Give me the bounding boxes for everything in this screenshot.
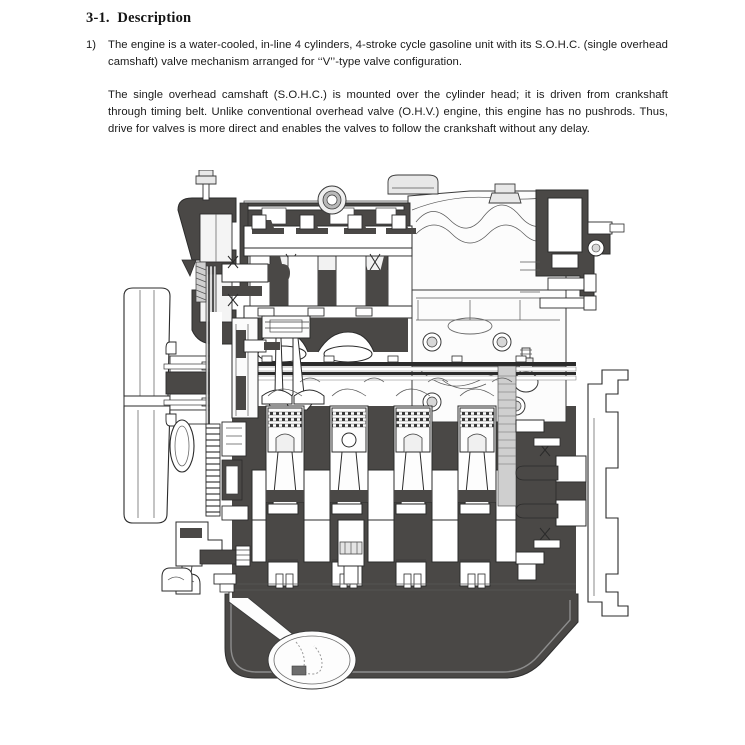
piston: [459, 407, 495, 453]
cylinder-1-valvetrain: [261, 315, 325, 411]
camshaft-sprocket-shaft: [221, 255, 290, 307]
front-block-casting: [231, 317, 259, 419]
belt-tensioner: [181, 259, 207, 303]
cylinder-head-cover-section: [239, 202, 411, 291]
rear-block-face: [520, 189, 625, 311]
water-jacket-hints: [267, 377, 513, 397]
head-bolt-row: [261, 355, 527, 363]
paragraph-1-text: The engine is a water-cooled, in-line 4 …: [108, 39, 668, 68]
camshaft: [243, 214, 416, 272]
crankshaft-rear-journal: [497, 365, 517, 507]
page-title: 3-1. Description: [86, 10, 192, 26]
engine-mount-foot-left: [161, 567, 193, 592]
cooling-fan: [123, 287, 171, 524]
paragraph-2-text: The single overhead camshaft (S.O.H.C.) …: [108, 89, 668, 135]
oil-pump-drive: [337, 519, 365, 585]
text-block: 3-1. Description 1) The engine is a wate…: [86, 10, 668, 140]
camshaft-drive-boss: [317, 185, 347, 215]
rear-oil-seal-retainer: [515, 419, 545, 581]
piston: [395, 407, 431, 453]
crankshaft: [251, 469, 517, 589]
paragraph-2: The single overhead camshaft (S.O.H.C.) …: [86, 73, 668, 138]
clutch-housing: [587, 369, 629, 617]
flywheel: [515, 437, 587, 549]
crankcase-deck-lines: [232, 583, 576, 591]
sump-flange-left: [199, 545, 251, 593]
paragraph-1: 1) The engine is a water-cooled, in-line…: [86, 37, 668, 71]
cylinder-block-right-exterior: [411, 289, 567, 423]
engine-cutaway-figure: [0, 170, 745, 730]
piston: [267, 407, 303, 453]
water-pump-details: [221, 421, 249, 521]
cover-bolt: [195, 170, 217, 201]
auxiliary-shaft: [243, 339, 280, 353]
head-gasket: [257, 362, 577, 381]
piston: [331, 407, 367, 453]
oil-filler-cap: [387, 174, 439, 195]
list-marker: 1): [86, 39, 97, 51]
oil-strainer: [228, 590, 357, 690]
timing-belt: [181, 259, 222, 517]
pistons: [267, 407, 495, 453]
